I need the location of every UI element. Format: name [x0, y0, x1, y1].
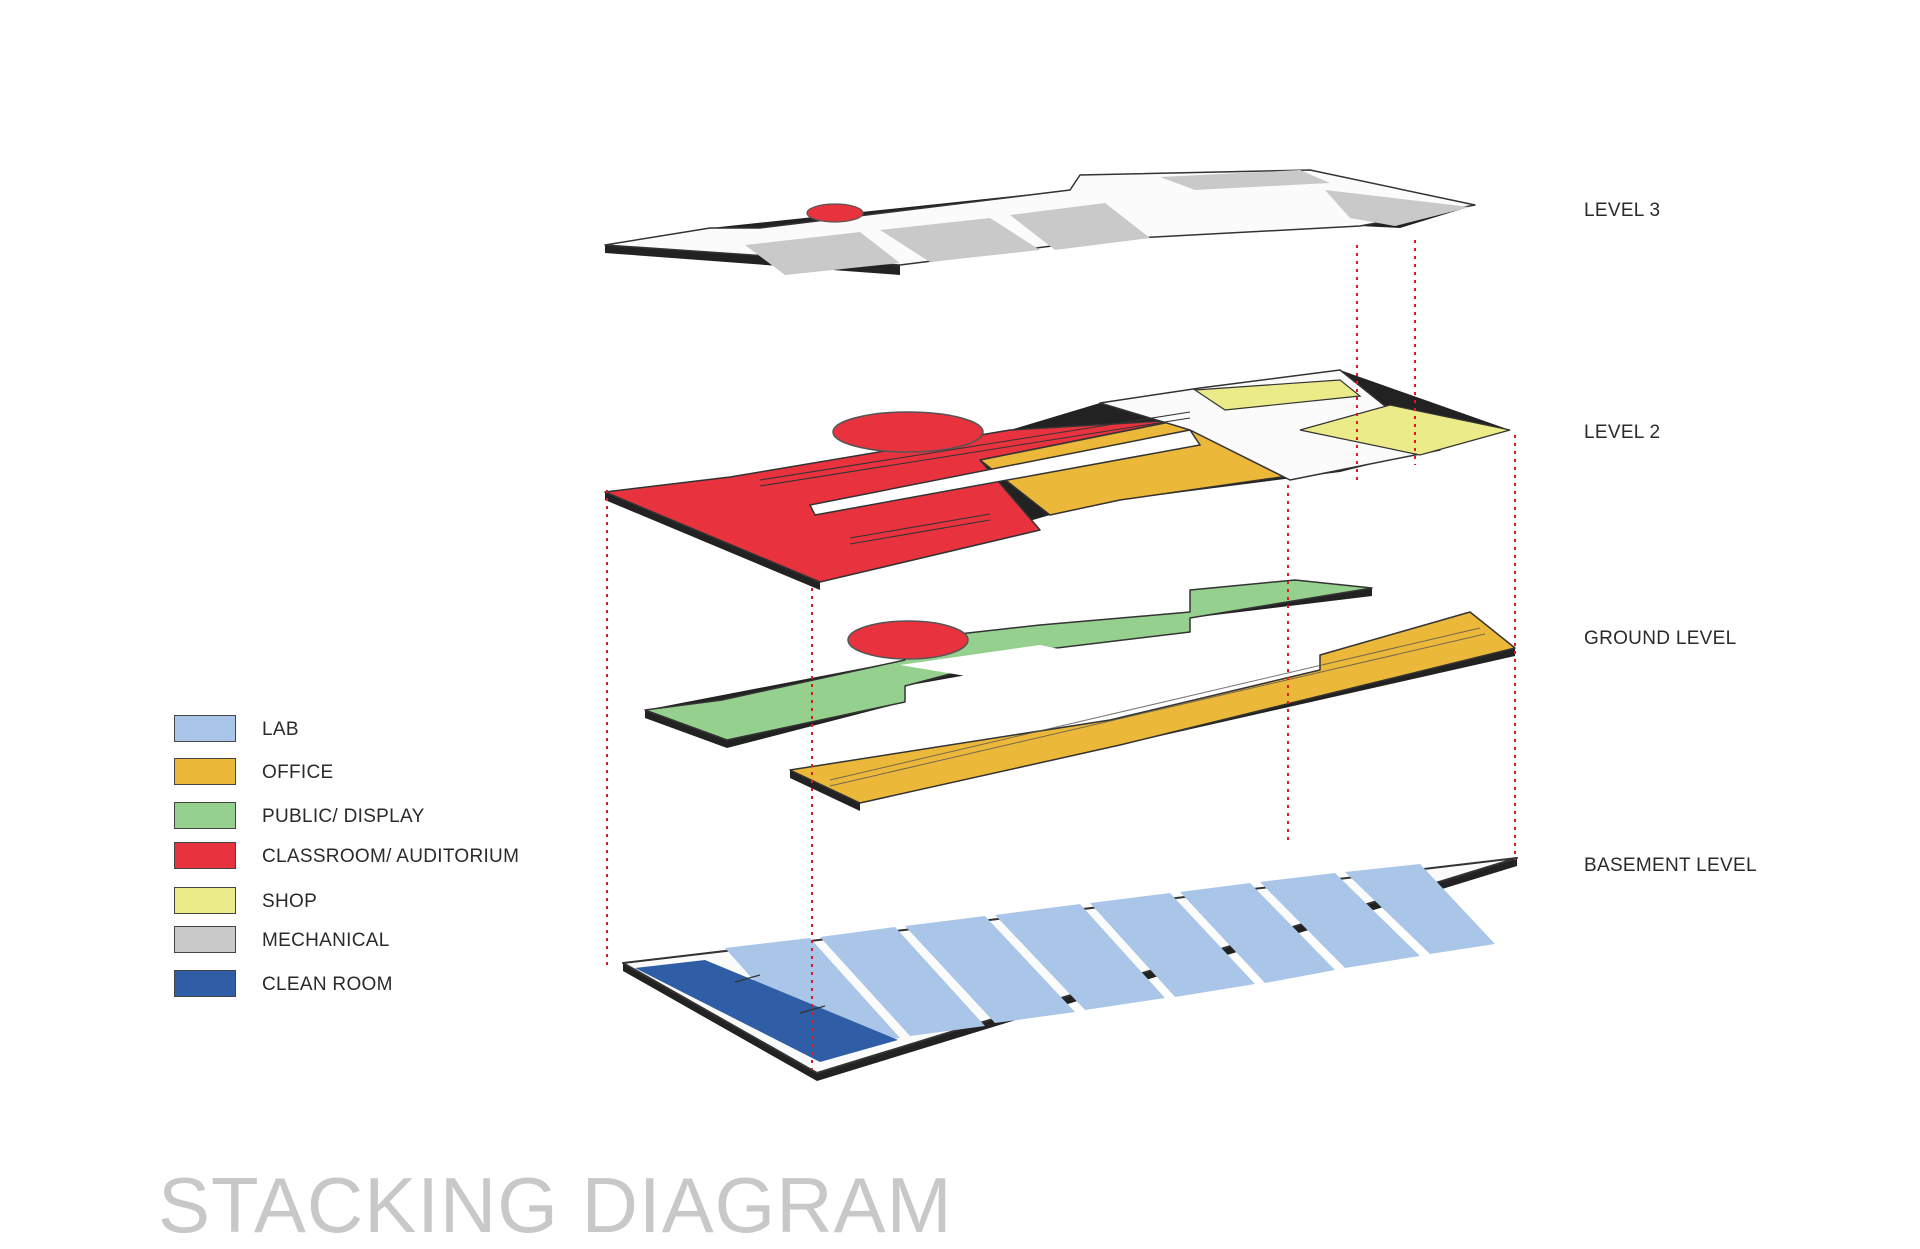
legend-swatch-clean-room — [174, 970, 236, 997]
legend-label-office: OFFICE — [262, 762, 334, 783]
auditorium-level2 — [832, 411, 984, 453]
legend-swatch-classroom-auditorium — [174, 842, 236, 869]
level-label-basement-level: BASEMENT LEVEL — [1584, 855, 1757, 876]
legend-label-clean-room: CLEAN ROOM — [262, 974, 393, 995]
legend-swatch-shop — [174, 887, 236, 914]
legend-label-mechanical: MECHANICAL — [262, 930, 390, 951]
level-label-level-3: LEVEL 3 — [1584, 200, 1661, 221]
level-label-ground-level: GROUND LEVEL — [1584, 628, 1737, 649]
alignment-lines — [606, 240, 1516, 1070]
office-area-ground — [789, 611, 1516, 804]
legend-swatch-mechanical — [174, 926, 236, 953]
legend-label-public-display: PUBLIC/ DISPLAY — [262, 806, 425, 827]
mechanical-rooms — [745, 170, 1470, 275]
ground-level-plates — [644, 579, 1516, 811]
page-title: STACKING DIAGRAM — [158, 1161, 953, 1249]
legend-swatch-office — [174, 758, 236, 785]
auditorium-level3 — [806, 203, 864, 223]
basement-level-plate — [622, 857, 1518, 1081]
level-3-plate — [604, 169, 1476, 275]
shop-area-1 — [1193, 379, 1362, 411]
level-2-plate — [604, 369, 1511, 590]
lab-rooms — [725, 864, 1495, 1049]
legend-label-classroom-auditorium: CLASSROOM/ AUDITORIUM — [262, 846, 520, 867]
clean-room — [635, 960, 898, 1062]
legend-swatch-public-display — [174, 802, 236, 829]
level-label-level-2: LEVEL 2 — [1584, 422, 1661, 443]
legend-label-shop: SHOP — [262, 891, 318, 912]
legend-label-lab: LAB — [262, 719, 299, 740]
auditorium-ground — [847, 620, 969, 660]
shop-area-2 — [1299, 404, 1511, 456]
legend-swatch-lab — [174, 715, 236, 742]
